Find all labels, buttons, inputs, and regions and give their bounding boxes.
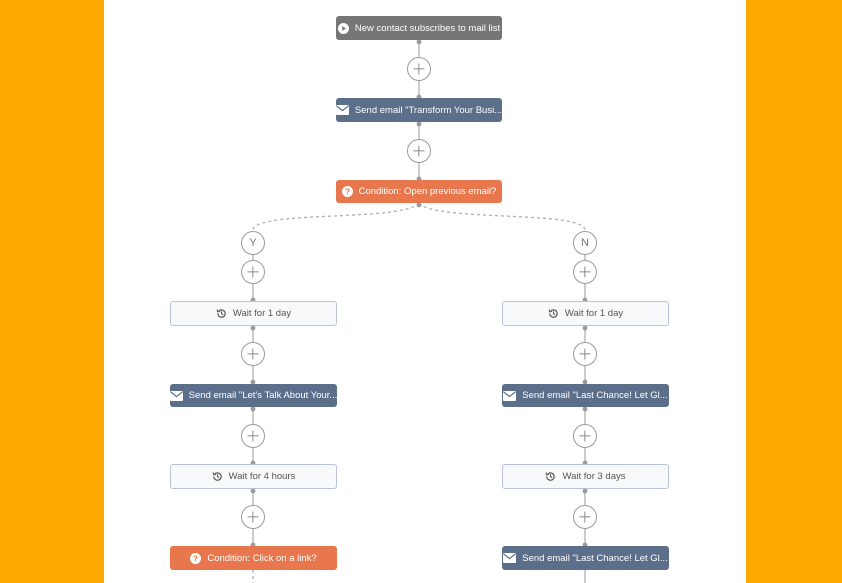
envelope-icon [170, 390, 183, 401]
wait-label: Wait for 1 day [564, 308, 624, 319]
yes-branch-marker[interactable]: Y [241, 231, 265, 255]
question-circle-icon: ? [341, 186, 353, 197]
connector-lines [250, 39, 588, 583]
wait-node[interactable]: Wait for 1 day [170, 301, 337, 326]
condition-node[interactable]: ? Condition: Open previous email? [336, 180, 502, 203]
history-clock-icon [548, 308, 559, 319]
send-email-label: Send email "Transform Your Busi... [354, 104, 502, 116]
question-circle-icon: ? [190, 552, 202, 564]
condition-label: Condition: Open previous email? [358, 186, 497, 197]
add-step-button[interactable] [241, 342, 265, 366]
add-step-button[interactable] [241, 505, 265, 529]
svg-text:?: ? [193, 554, 198, 563]
send-email-label: Send email "Last Chance! Let Gl... [522, 552, 668, 564]
wait-label: Wait for 4 hours [228, 471, 296, 482]
add-step-button[interactable] [241, 260, 265, 284]
send-email-label: Send email "Let's Talk About Your... [188, 390, 337, 401]
no-branch-marker[interactable]: N [573, 231, 597, 255]
envelope-icon [503, 553, 517, 563]
send-email-node[interactable]: Send email "Last Chance! Let Gl... [502, 546, 669, 570]
send-email-node[interactable]: Send email "Last Chance! Let Gl... [502, 384, 669, 407]
add-step-button[interactable] [573, 505, 597, 529]
wait-node[interactable]: Wait for 4 hours [170, 464, 337, 489]
wait-label: Wait for 3 days [562, 471, 626, 482]
trigger-node[interactable]: New contact subscribes to mail list [336, 16, 502, 40]
wait-node[interactable]: Wait for 3 days [502, 464, 669, 489]
envelope-icon [336, 105, 349, 115]
trigger-label: New contact subscribes to mail list [354, 22, 501, 34]
add-step-button[interactable] [573, 424, 597, 448]
add-step-button[interactable] [573, 342, 597, 366]
send-email-label: Send email "Last Chance! Let Gl... [522, 390, 668, 401]
workflow-canvas: New contact subscribes to mail list Send… [104, 0, 746, 583]
add-step-button[interactable] [407, 57, 431, 81]
add-step-button[interactable] [407, 139, 431, 163]
condition-node[interactable]: ? Condition: Click on a link? [170, 546, 337, 570]
svg-text:?: ? [345, 188, 350, 197]
wait-label: Wait for 1 day [232, 308, 292, 319]
send-email-node[interactable]: Send email "Transform Your Busi... [336, 98, 502, 122]
play-circle-icon [337, 22, 349, 34]
history-clock-icon [212, 471, 223, 482]
wait-node[interactable]: Wait for 1 day [502, 301, 669, 326]
condition-label: Condition: Click on a link? [207, 552, 317, 564]
send-email-node[interactable]: Send email "Let's Talk About Your... [170, 384, 337, 407]
history-clock-icon [216, 308, 227, 319]
history-clock-icon [545, 471, 556, 482]
add-step-button[interactable] [241, 424, 265, 448]
add-step-button[interactable] [573, 260, 597, 284]
envelope-icon [503, 390, 517, 401]
